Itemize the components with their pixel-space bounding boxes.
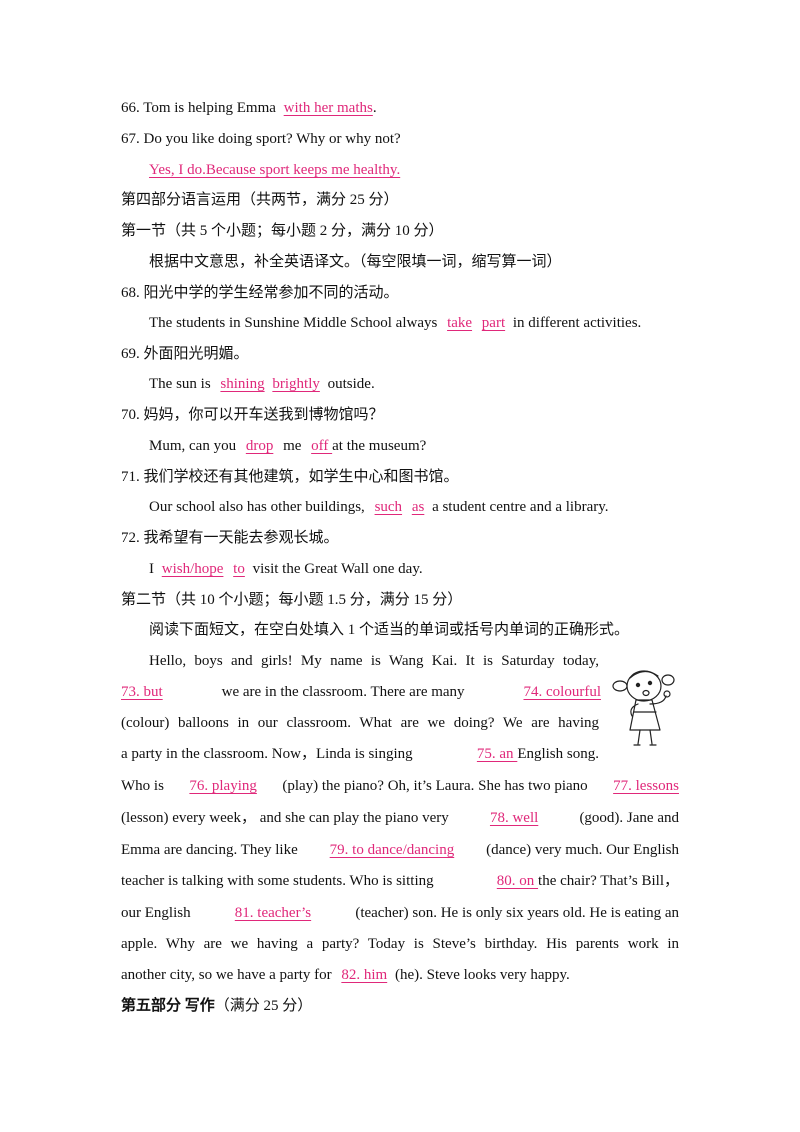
question-68-english: The students in Sunshine Middle School a… <box>149 315 642 331</box>
section1-instruction: 根据中文意思，补全英语译文。（每空限填一词，缩写算一词） <box>149 254 562 270</box>
question-69-english: The sun is shining brightly outside. <box>149 376 375 392</box>
question-72-chinese: 72. 我希望有一天能去参观长城。 <box>121 530 339 546</box>
question-71-chinese: 71. 我们学校还有其他建筑，如学生中心和图书馆。 <box>121 469 459 485</box>
part4-title: 第四部分语言运用（共两节，满分 25 分） <box>121 192 399 208</box>
passage-line-11: another city, so we have a party for 82.… <box>121 967 570 983</box>
answer-69-1: shining <box>220 376 265 392</box>
passage-line-10: apple. Why are we having a party? Today … <box>121 936 679 952</box>
section1-title: 第一节（共 5 个小题；每小题 2 分，满分 10 分） <box>121 223 444 239</box>
answer-70-2: off <box>311 438 333 454</box>
question-68-chinese: 68. 阳光中学的学生经常参加不同的活动。 <box>121 285 399 301</box>
passage-line-7: Emma are dancing. They like 79. to dance… <box>121 842 679 858</box>
question-69-chinese: 69. 外面阳光明媚。 <box>121 346 249 362</box>
passage-line-2: 73. but we are in the classroom. There a… <box>121 684 601 700</box>
answer-70-1: drop <box>245 438 274 454</box>
answer-76: 76. playing <box>189 778 257 794</box>
answer-80: 80. on <box>496 873 539 889</box>
part5-title: 第五部分 写作（满分 25 分） <box>121 998 313 1014</box>
passage-line-1: Hello, boys and girls! My name is Wang K… <box>149 653 599 669</box>
passage-line-3: (colour) balloons in our classroom. What… <box>121 715 599 731</box>
answer-73: 73. but <box>121 684 163 700</box>
answer-71-1: such <box>374 499 403 515</box>
question-70-english: Mum, can you drop me off at the museum? <box>149 438 427 454</box>
answer-75: 75. an <box>476 746 518 762</box>
answer-81: 81. teacher’s <box>234 905 312 921</box>
passage-line-4: a party in the classroom. Now，Linda is s… <box>121 746 599 762</box>
answer-82: 82. him <box>341 967 388 983</box>
question-72-english: I wish/hope to visit the Great Wall one … <box>149 561 423 577</box>
answer-72-1: wish/hope <box>161 561 224 577</box>
question-67: 67. Do you like doing sport? Why or why … <box>121 131 401 147</box>
answer-77: 77. lessons <box>613 778 679 794</box>
section2-title: 第二节（共 10 个小题；每小题 1.5 分，满分 15 分） <box>121 592 463 608</box>
answer-69-2: brightly <box>272 376 320 392</box>
answer-68-1: take <box>447 315 473 331</box>
passage-line-8: teacher is talking with some students. W… <box>121 873 679 889</box>
answer-79: 79. to dance/dancing <box>329 842 455 858</box>
answer-67: Yes, I do.Because sport keeps me healthy… <box>149 162 401 178</box>
question-66: 66. Tom is helping Emma with her maths. <box>121 100 377 116</box>
question-71-english: Our school also has other buildings, suc… <box>149 499 609 515</box>
singing-girl-illustration <box>612 670 675 746</box>
passage-line-6: (lesson) every week， and she can play th… <box>121 810 679 826</box>
answer-72-2: to <box>233 561 245 577</box>
answer-78: 78. well <box>489 810 539 826</box>
passage-line-5: Who is 76. playing (play) the piano? Oh,… <box>121 778 679 794</box>
section2-instruction: 阅读下面短文，在空白处填入 1 个适当的单词或括号内单词的正确形式。 <box>149 622 630 638</box>
answer-74: 74. colourful <box>523 684 601 700</box>
answer-66: with her maths <box>283 100 373 116</box>
question-70-chinese: 70. 妈妈，你可以开车送我到博物馆吗？ <box>121 407 384 423</box>
passage-line-9: our English 81. teacher’s (teacher) son.… <box>121 905 679 921</box>
answer-71-2: as <box>411 499 425 515</box>
answer-68-2: part <box>481 315 506 331</box>
